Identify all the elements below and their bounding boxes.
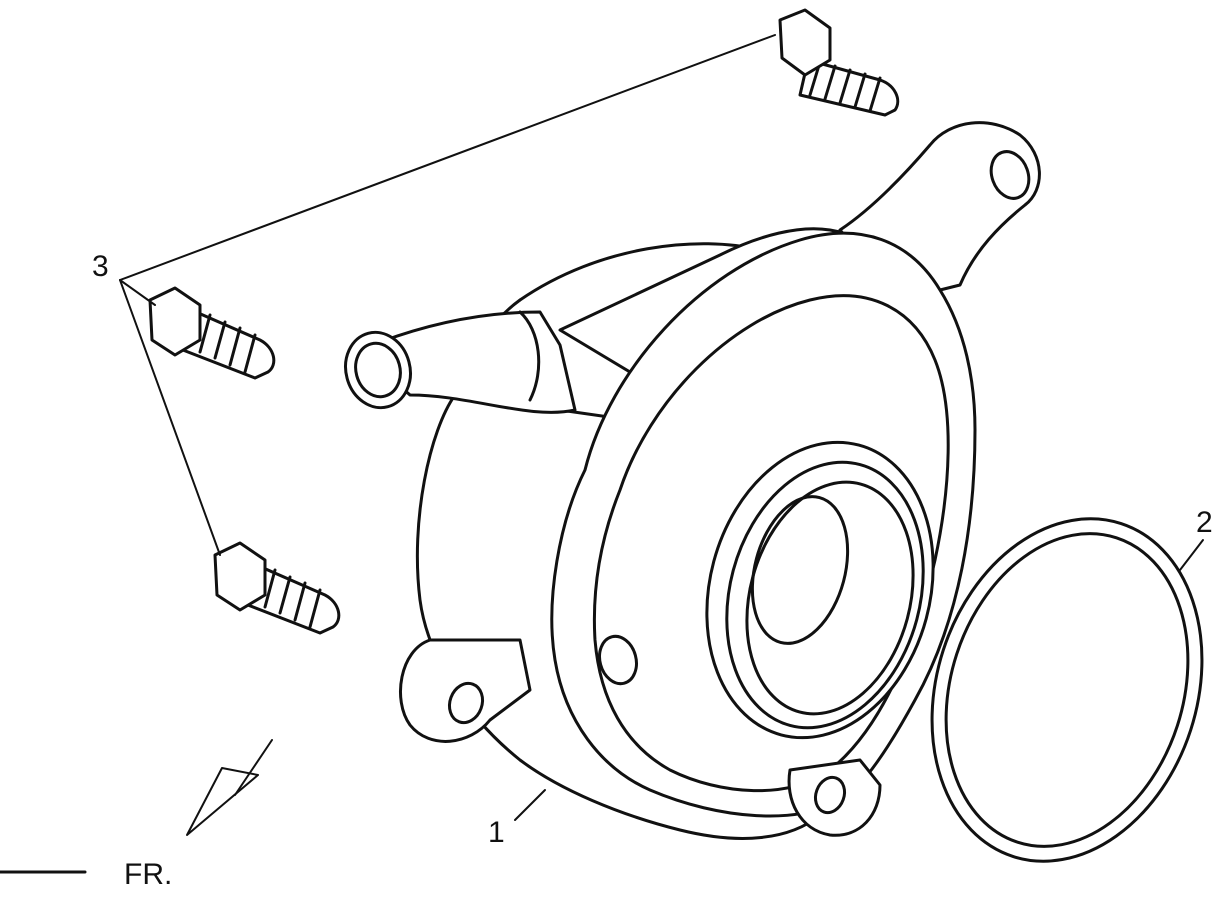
bolt-middle [148, 286, 276, 380]
front-direction-arrow [0, 739, 273, 874]
bolt-bottom [213, 541, 341, 635]
callout-label-1: 1 [488, 816, 505, 849]
o-ring-part-2 [930, 517, 1204, 863]
housing-part-1 [344, 121, 1041, 840]
callout-label-2: 2 [1196, 506, 1213, 539]
callout-3-leaders [119, 34, 776, 556]
callout-label-3: 3 [92, 250, 109, 283]
bolt-top [778, 8, 900, 117]
front-direction-label: FR. [124, 858, 172, 891]
